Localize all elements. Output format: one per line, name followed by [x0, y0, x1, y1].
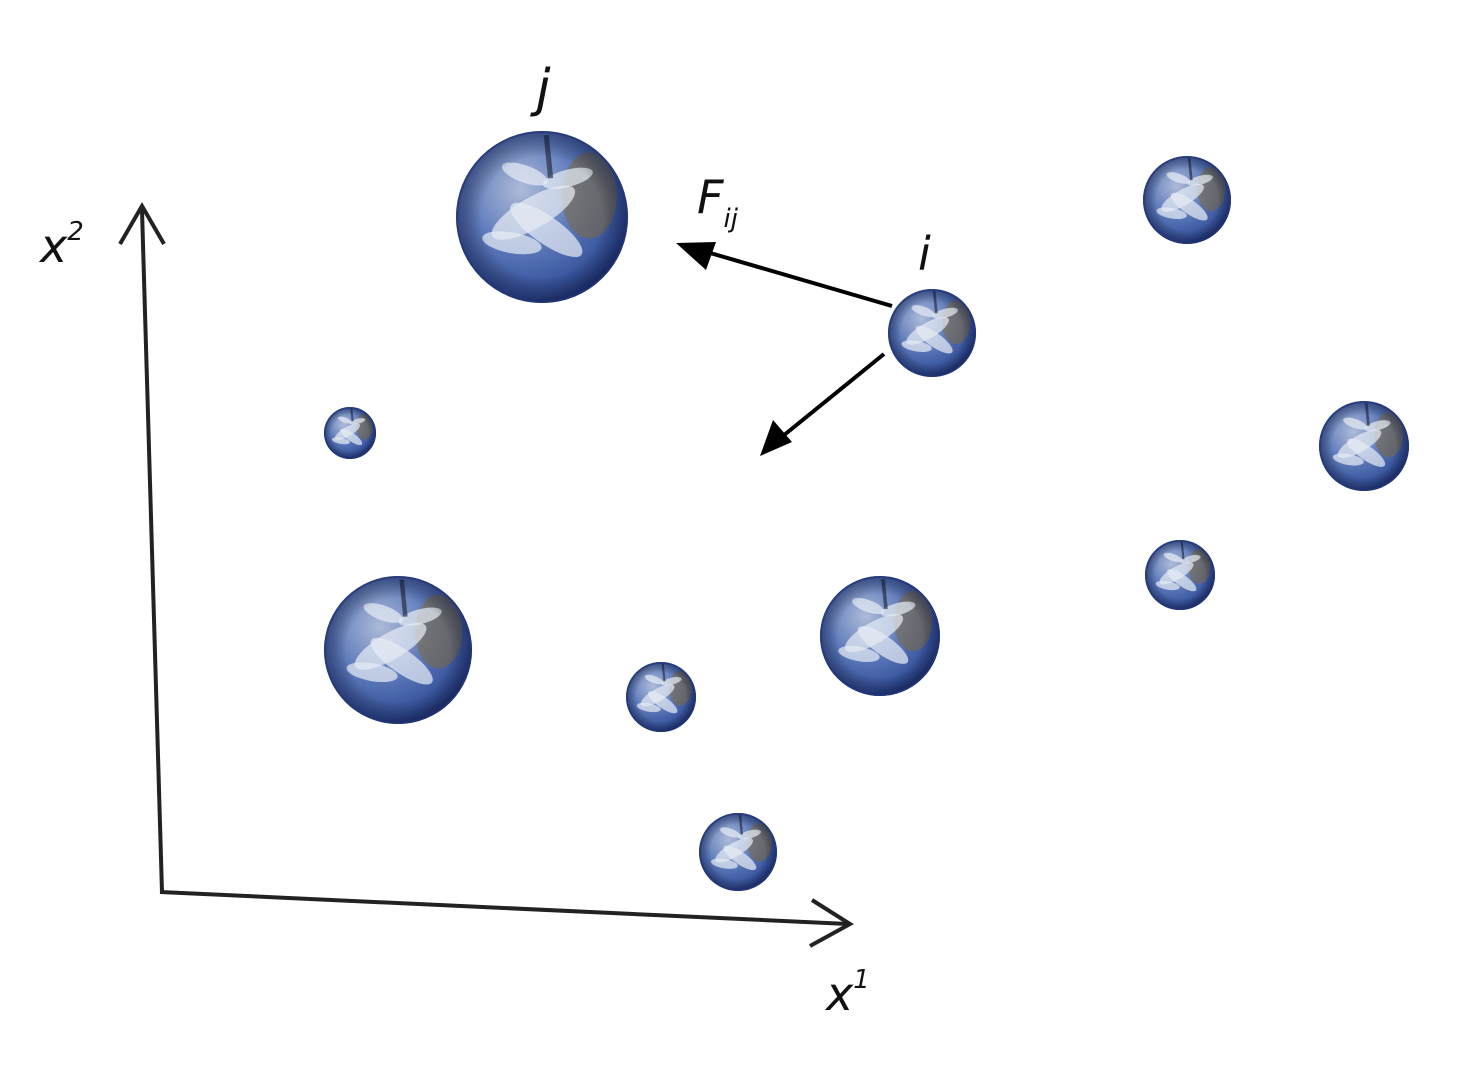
x-axis-label: x1	[824, 965, 870, 1021]
body-small-left	[324, 407, 376, 459]
earth-globe-icon	[820, 576, 940, 696]
body-right	[1319, 401, 1409, 491]
net-force-arrow-head	[760, 420, 792, 456]
y-axis-line	[140, 209, 164, 893]
net-force-arrow	[776, 352, 886, 442]
earth-globe-icon	[1319, 401, 1409, 491]
force-label-symbol: F	[697, 170, 724, 224]
body-label-i: i	[918, 227, 931, 281]
force-label-subscript: ij	[723, 204, 738, 234]
force-arrow-fij-head	[676, 242, 716, 270]
y-axis-arrowhead	[118, 202, 166, 246]
body-large-lower-left	[324, 576, 472, 724]
x-axis-line	[159, 890, 849, 926]
body-label-j: j	[530, 59, 551, 119]
earth-globe-icon	[888, 289, 976, 377]
x-axis-label-base: x	[824, 967, 854, 1021]
earth-globe-icon	[626, 662, 696, 732]
earth-globe-icon	[324, 576, 472, 724]
body-upper-right	[1143, 156, 1231, 244]
earth-globe-icon	[699, 813, 777, 891]
y-axis-label-sup: 2	[67, 217, 84, 247]
force-arrows: Fij	[676, 170, 893, 456]
body-large-center	[820, 576, 940, 696]
body-mid-right	[1145, 540, 1215, 610]
earth-globe-icon	[456, 131, 628, 303]
bodies	[324, 131, 1409, 891]
force-label: Fij	[697, 170, 739, 234]
body-bottom	[699, 813, 777, 891]
axes: x2 x1	[38, 202, 870, 1021]
body-i	[888, 289, 976, 377]
earth-globe-icon	[1143, 156, 1231, 244]
y-axis-label: x2	[38, 217, 84, 273]
x-axis-arrowhead	[809, 898, 854, 948]
body-small-center	[626, 662, 696, 732]
y-axis-label-base: x	[38, 219, 68, 273]
earth-globe-icon	[1145, 540, 1215, 610]
body-j	[456, 131, 628, 303]
x-axis-label-sup: 1	[853, 965, 870, 995]
earth-globe-icon	[324, 407, 376, 459]
force-arrow-fij	[699, 248, 893, 308]
